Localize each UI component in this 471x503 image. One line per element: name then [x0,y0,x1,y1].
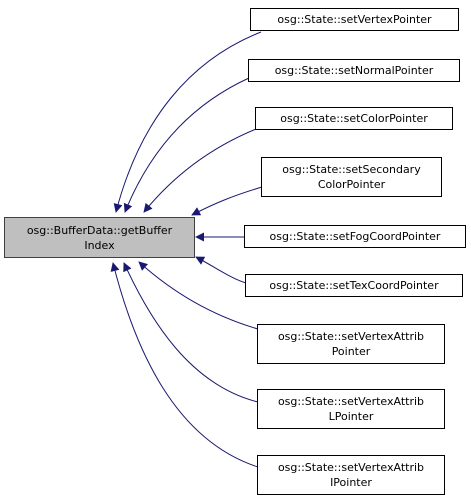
edge-set-vertex-attrib-i-pointer [110,262,259,468]
node-set-fog-coord-pointer[interactable]: osg::State::setFogCoordPointer [244,225,466,248]
node-set-vertex-attrib-l-pointer[interactable]: osg::State::setVertexAttrib LPointer [257,389,445,429]
node-set-color-pointer[interactable]: osg::State::setColorPointer [255,107,453,130]
node-set-vertex-attrib-i-pointer[interactable]: osg::State::setVertexAttrib IPointer [257,455,445,495]
node-set-vertex-pointer[interactable]: osg::State::setVertexPointer [250,8,459,31]
edge-set-vertex-attrib-pointer [138,261,259,330]
edge-set-tex-coord-pointer [195,256,247,284]
node-set-secondary-color-pointer[interactable]: osg::State::setSecondary ColorPointer [261,157,442,197]
edge-set-vertex-pointer [113,31,262,213]
edge-set-secondary-color-pointer [191,186,263,216]
node-get-buffer-index: osg::BufferData::getBuffer Index [4,217,195,258]
edge-set-color-pointer [143,128,257,213]
node-set-vertex-attrib-pointer[interactable]: osg::State::setVertexAttrib Pointer [257,324,445,364]
node-set-normal-pointer[interactable]: osg::State::setNormalPointer [248,59,460,82]
edge-set-vertex-attrib-l-pointer [123,262,259,403]
node-set-tex-coord-pointer[interactable]: osg::State::setTexCoordPointer [245,274,463,297]
edge-set-normal-pointer [123,77,250,213]
